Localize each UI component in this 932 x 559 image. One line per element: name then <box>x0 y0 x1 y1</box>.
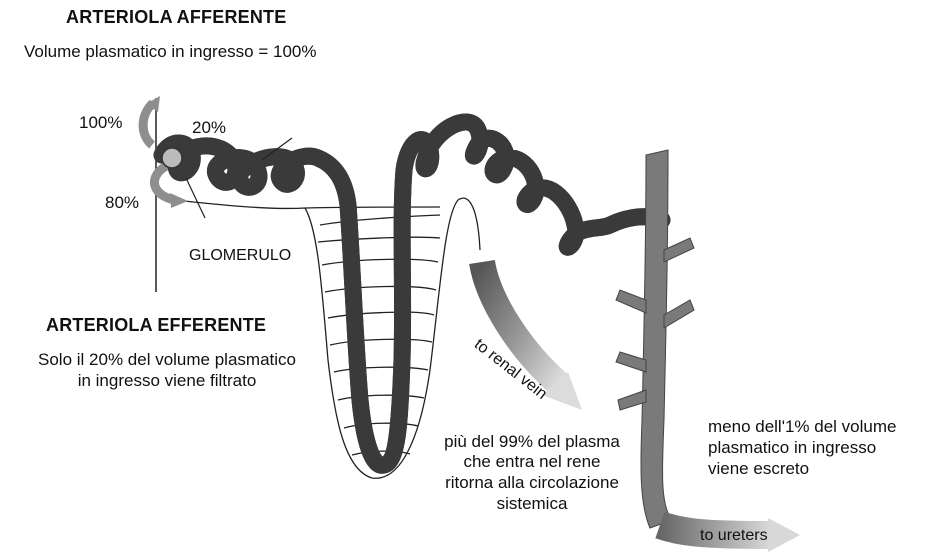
efferent-arrowhead <box>170 193 188 208</box>
returned-note-line1: più del 99% del plasma <box>444 432 620 451</box>
tubule-pointer <box>261 137 293 161</box>
inflow-percent-label: 100% <box>79 113 123 132</box>
glomerulus-knot <box>161 147 183 169</box>
efferent-out-arrow <box>150 160 177 205</box>
excreted-note-line3: viene escreto <box>708 459 810 478</box>
afferent-in-arrow <box>138 99 157 149</box>
returned-note-line2: che entra nel rene <box>463 452 601 471</box>
collecting-duct <box>615 149 695 529</box>
afferent-title: ARTERIOLA AFFERENTE <box>66 7 287 27</box>
returned-note-line3: ritorna alla circolazione <box>445 473 619 492</box>
efferent-title: ARTERIOLA EFFERENTE <box>46 315 267 335</box>
afferent-subtitle: Volume plasmatico in ingresso = 100% <box>24 42 317 61</box>
glomerulus-label: GLOMERULO <box>189 247 292 264</box>
excreted-note-line1: meno dell'1% del volume <box>708 417 897 436</box>
excreted-note-line2: plasmatico in ingresso <box>708 438 877 457</box>
ureters-arrow <box>655 511 800 552</box>
returned-note-line4: sistemica <box>496 494 568 513</box>
filtered-percent-label: 20% <box>192 118 227 137</box>
afferent-arrowhead <box>146 96 160 112</box>
renal-vein-arrow <box>469 259 582 410</box>
efferent-note-line1: Solo il 20% del volume plasmatico <box>38 350 296 369</box>
outflow-percent-label: 80% <box>105 193 140 212</box>
efferent-note-line2: in ingresso viene filtrato <box>77 371 257 390</box>
peritubular-capillary <box>174 197 481 479</box>
ureters-label: to ureters <box>700 527 768 544</box>
renal-tubule <box>153 122 671 465</box>
glomerulo-pointer <box>185 177 206 219</box>
